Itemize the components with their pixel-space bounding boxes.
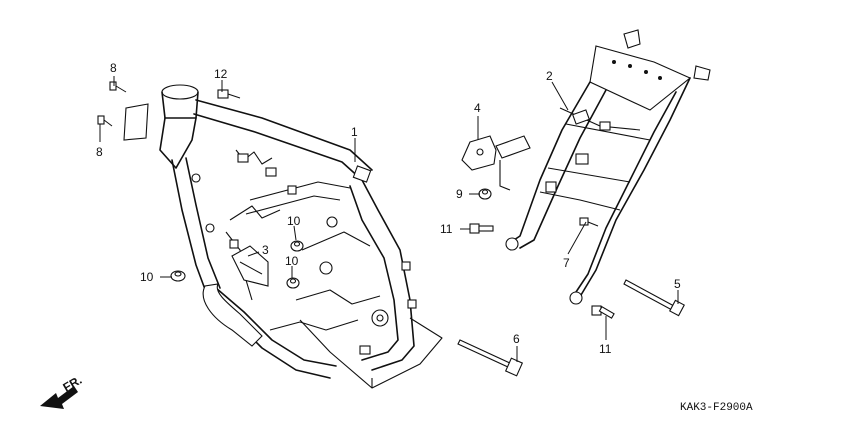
rear-sub-frame <box>505 29 711 305</box>
bracket <box>461 135 531 191</box>
callout-2: 2 <box>546 69 553 83</box>
bolt-5 <box>623 279 685 317</box>
main-frame <box>123 84 443 389</box>
callout-7: 7 <box>563 256 570 270</box>
bolt-11-lower <box>591 305 615 319</box>
bolt-8-lower <box>97 115 113 127</box>
callout-12: 12 <box>214 67 228 81</box>
nut-10-left <box>170 270 186 282</box>
callout-9: 9 <box>456 187 463 201</box>
arrow-left-down-icon <box>40 386 78 409</box>
callout-11-lower: 11 <box>599 342 612 356</box>
callout-10-left: 10 <box>140 270 154 284</box>
callout-5: 5 <box>674 277 681 291</box>
callout-10-upper: 10 <box>287 214 301 228</box>
callout-8-upper: 8 <box>110 61 117 75</box>
direction-label: FR. <box>61 373 85 395</box>
callout-10-lower: 10 <box>285 254 299 268</box>
callout-3: 3 <box>262 243 269 257</box>
bolt-11-upper <box>469 223 494 234</box>
callout-4: 4 <box>474 101 481 115</box>
callout-6: 6 <box>513 332 520 346</box>
callout-8-lower: 8 <box>96 145 103 159</box>
callout-11-upper: 11 <box>440 222 453 236</box>
bolt-12 <box>217 89 241 99</box>
nut-10-upper <box>290 240 304 252</box>
callout-1: 1 <box>351 125 358 139</box>
diagram-code: KAK3-F2900A <box>680 402 753 414</box>
bolt-7 <box>579 217 599 227</box>
nut-9 <box>478 188 492 200</box>
nut-10-lower <box>286 277 300 289</box>
bolt-6 <box>457 339 524 377</box>
bolt-8-upper <box>109 81 127 93</box>
engine-guard-plate <box>231 245 269 287</box>
front-direction-indicator: FR. <box>40 373 84 409</box>
leader-lines <box>99 76 679 362</box>
